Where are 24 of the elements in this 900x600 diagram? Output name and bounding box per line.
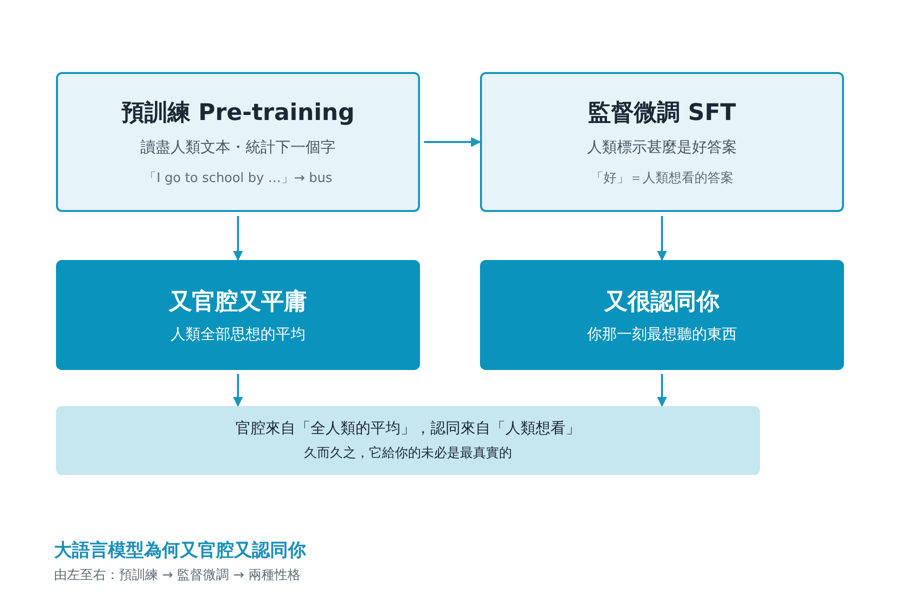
arrow	[424, 137, 481, 147]
subtitle: 人類全部思想的平均	[170, 325, 306, 344]
example: 「好」＝人類想看的答案	[590, 170, 734, 187]
caption: 由左至右：預訓練 → 監督微調 → 兩種性格	[54, 567, 300, 584]
summary-text: 官腔來自「全人類的平均」，認同來自「人類想看」	[236, 419, 580, 438]
process-box	[480, 260, 844, 370]
note-text: 久而久之，它給你的未必是最真實的	[304, 445, 512, 462]
process-box	[56, 72, 420, 212]
subtitle: 讀盡人類文本・統計下一個字	[140, 138, 336, 157]
summary-box	[56, 406, 760, 475]
heading: 預訓練 Pre-training	[121, 99, 355, 128]
subtitle: 你那一刻最想聽的東西	[587, 325, 737, 344]
heading: 監督微調 SFT	[588, 99, 736, 128]
title: 大語言模型為何又官腔又認同你	[54, 539, 306, 562]
process-box	[56, 260, 420, 370]
arrow	[233, 216, 243, 261]
heading: 又很認同你	[604, 288, 720, 317]
process-box	[480, 72, 844, 212]
subtitle: 人類標示甚麼是好答案	[587, 138, 737, 157]
heading: 又官腔又平庸	[169, 288, 307, 317]
arrow	[233, 374, 243, 407]
arrow	[657, 374, 667, 407]
example: 「I go to school by …」→ bus	[144, 170, 332, 187]
arrow	[657, 216, 667, 261]
